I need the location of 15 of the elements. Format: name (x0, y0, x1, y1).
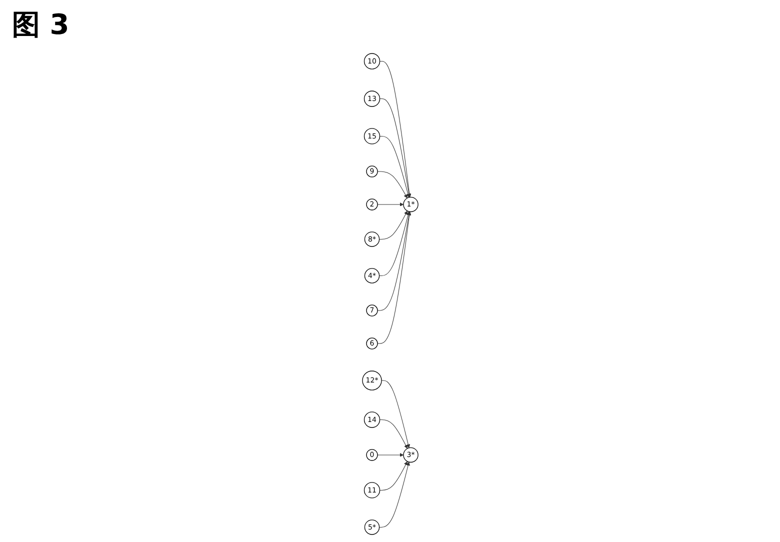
arrow (378, 210, 408, 240)
arrow (379, 98, 411, 198)
arrow (379, 61, 412, 198)
arrow (377, 211, 411, 311)
arrow (379, 419, 408, 449)
arrow (378, 462, 410, 528)
arrow (377, 171, 408, 198)
arrow (380, 380, 410, 448)
arrow (377, 202, 404, 206)
arrow (377, 212, 411, 344)
arrow (378, 211, 410, 276)
figure-title: 图 3 (12, 7, 70, 43)
arrow (379, 461, 408, 490)
arrow (379, 136, 410, 198)
arrow (377, 453, 404, 457)
